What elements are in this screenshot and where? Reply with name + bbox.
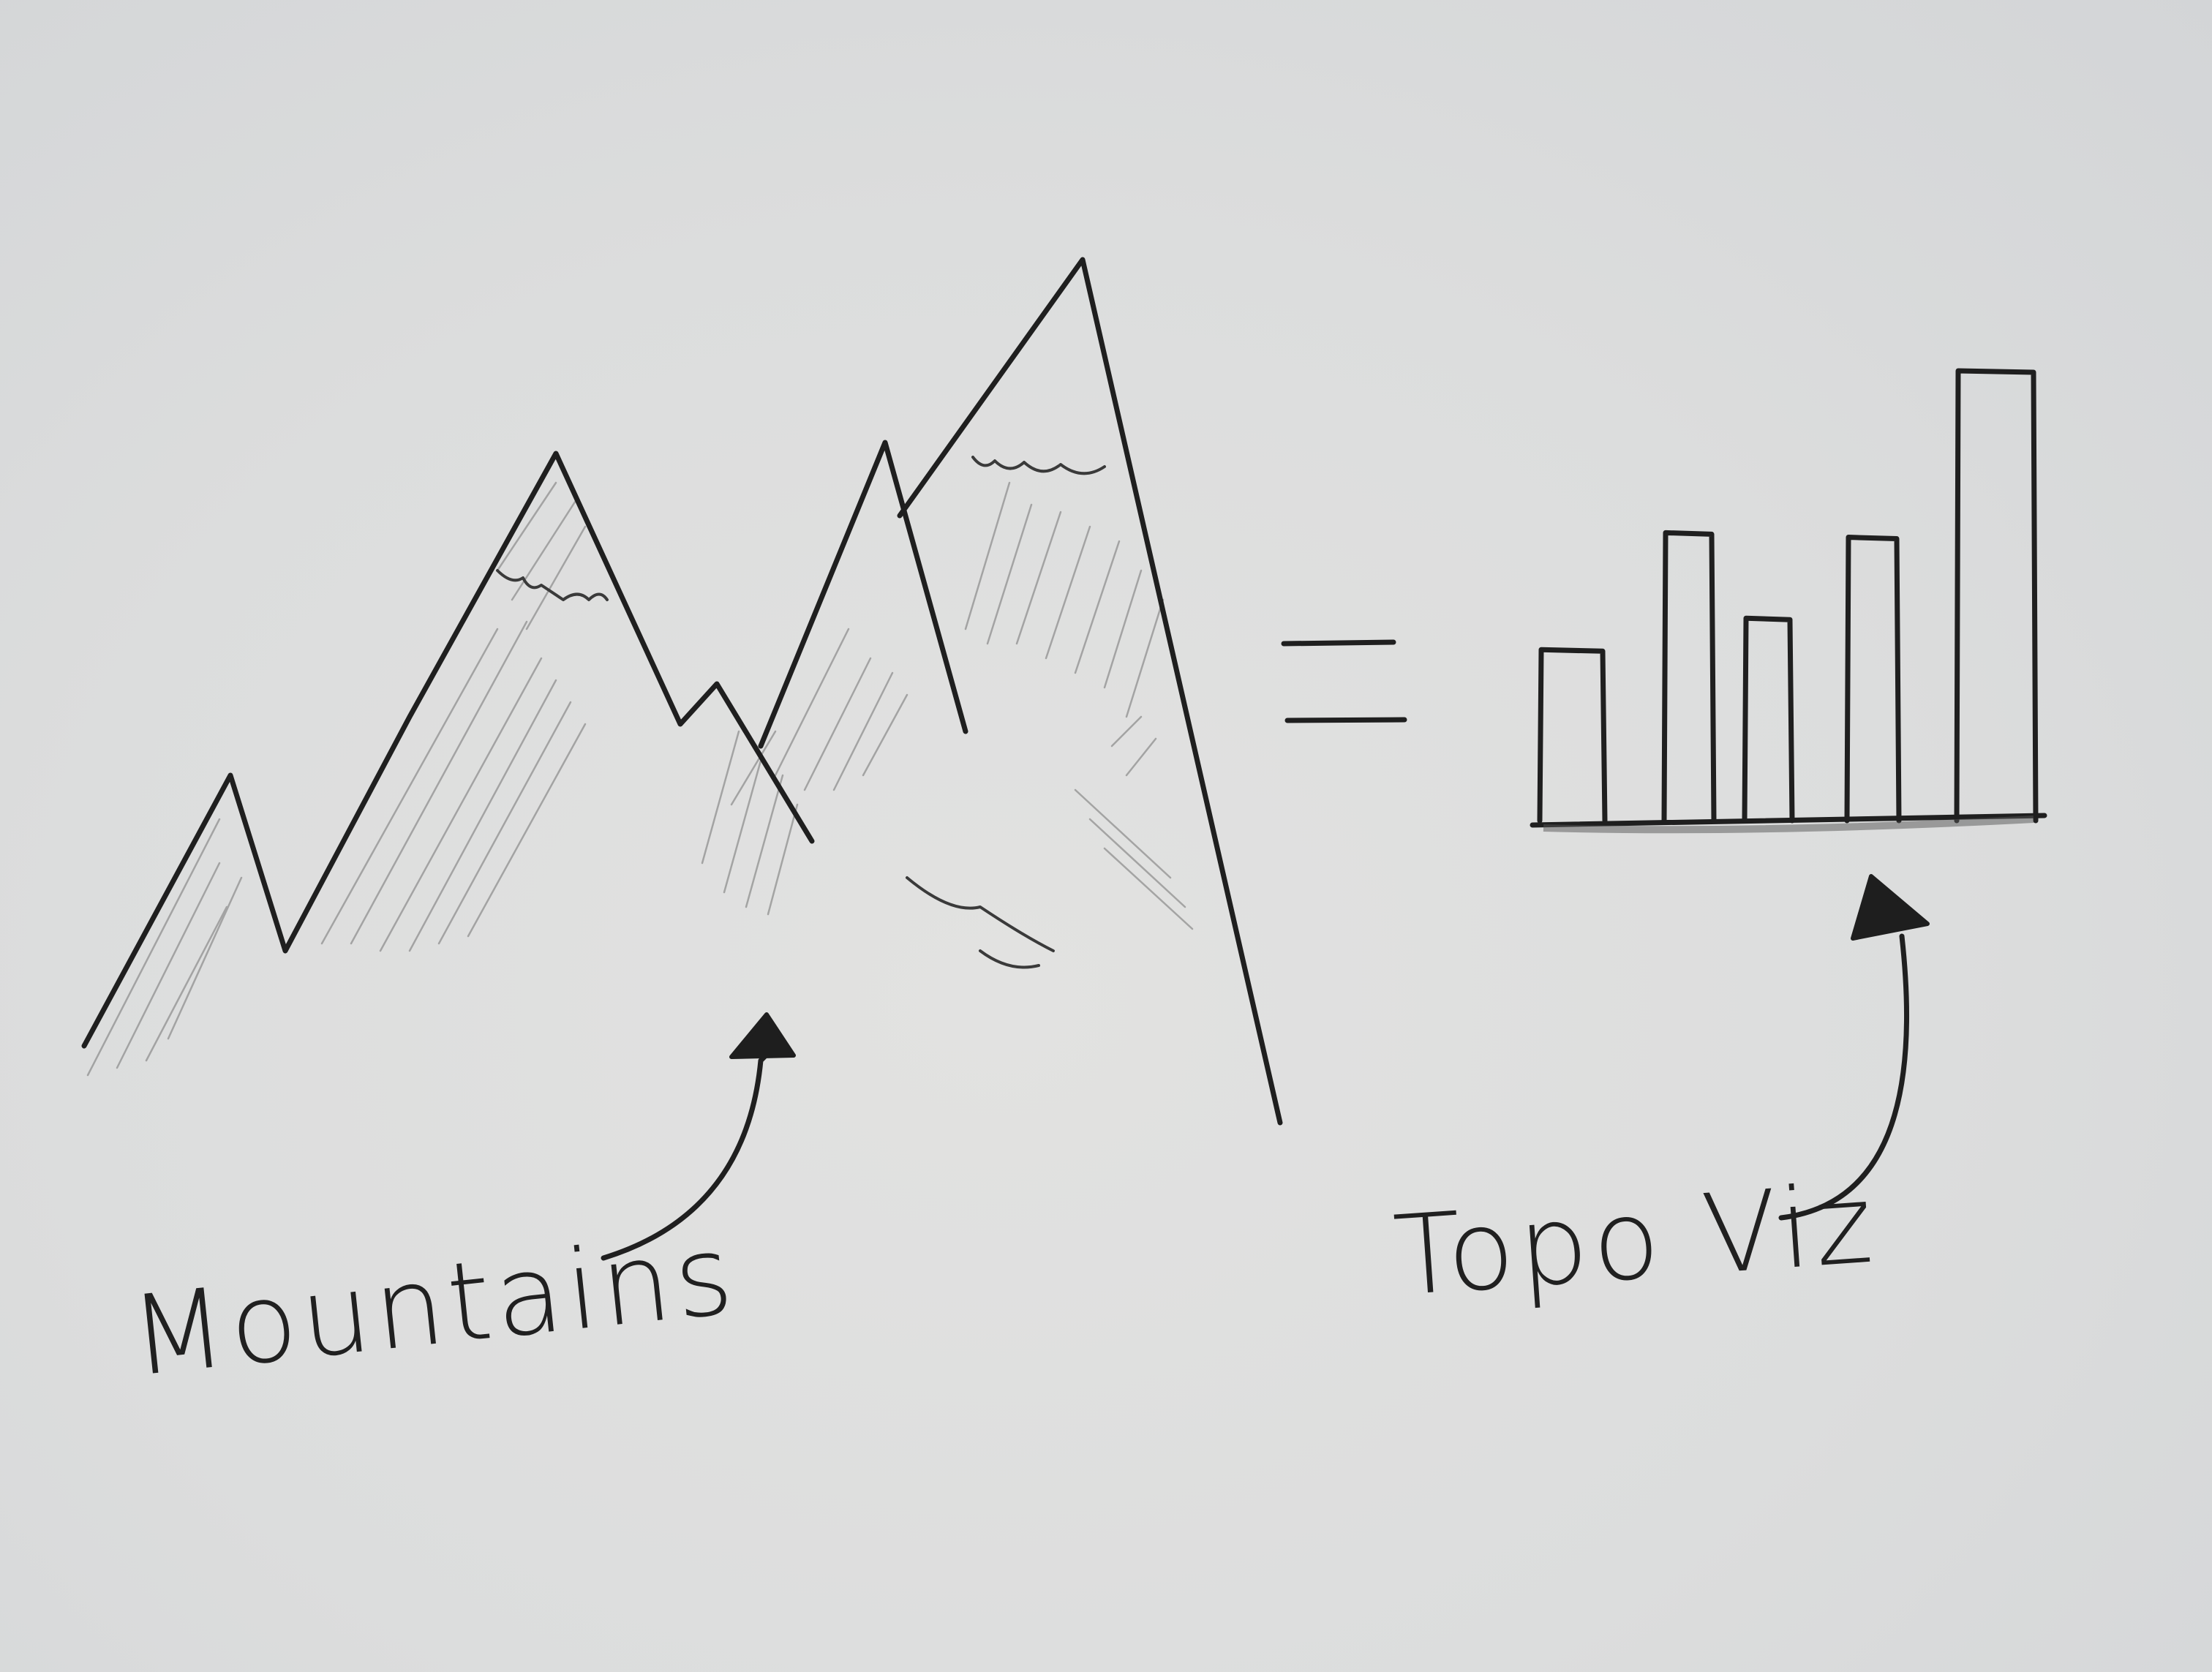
chart-baseline — [1530, 813, 2047, 828]
bar-4 — [1844, 535, 1902, 824]
topoviz-label: Topo Viz — [1390, 1160, 1881, 1321]
topoviz-bar-chart — [1530, 368, 2047, 834]
snow-cap-left — [496, 569, 609, 601]
mountain-outline-left — [81, 451, 815, 1049]
mountains-arrow — [601, 1012, 796, 1261]
bar-2 — [1661, 530, 1717, 824]
bar-5 — [1954, 368, 2039, 824]
bar-3 — [1742, 615, 1795, 824]
mountains-arrow-shaft — [601, 1054, 767, 1261]
mountain-outline-right — [758, 257, 1283, 1126]
mountain-shading — [86, 481, 1194, 1077]
bar-1 — [1537, 647, 1608, 824]
equals-sign — [1281, 639, 1407, 723]
mountain-texture — [906, 876, 1055, 969]
mountains-label: Mountains — [125, 1211, 743, 1401]
topoviz-arrow — [1778, 874, 1930, 1221]
snow-cap-right — [971, 456, 1106, 475]
mountains-arrowhead-icon — [729, 1012, 796, 1059]
mountains-drawing — [81, 257, 1283, 1126]
topoviz-arrow-shaft — [1778, 933, 1910, 1221]
topoviz-arrowhead-icon — [1851, 874, 1930, 941]
chart-bars — [1537, 368, 2039, 824]
